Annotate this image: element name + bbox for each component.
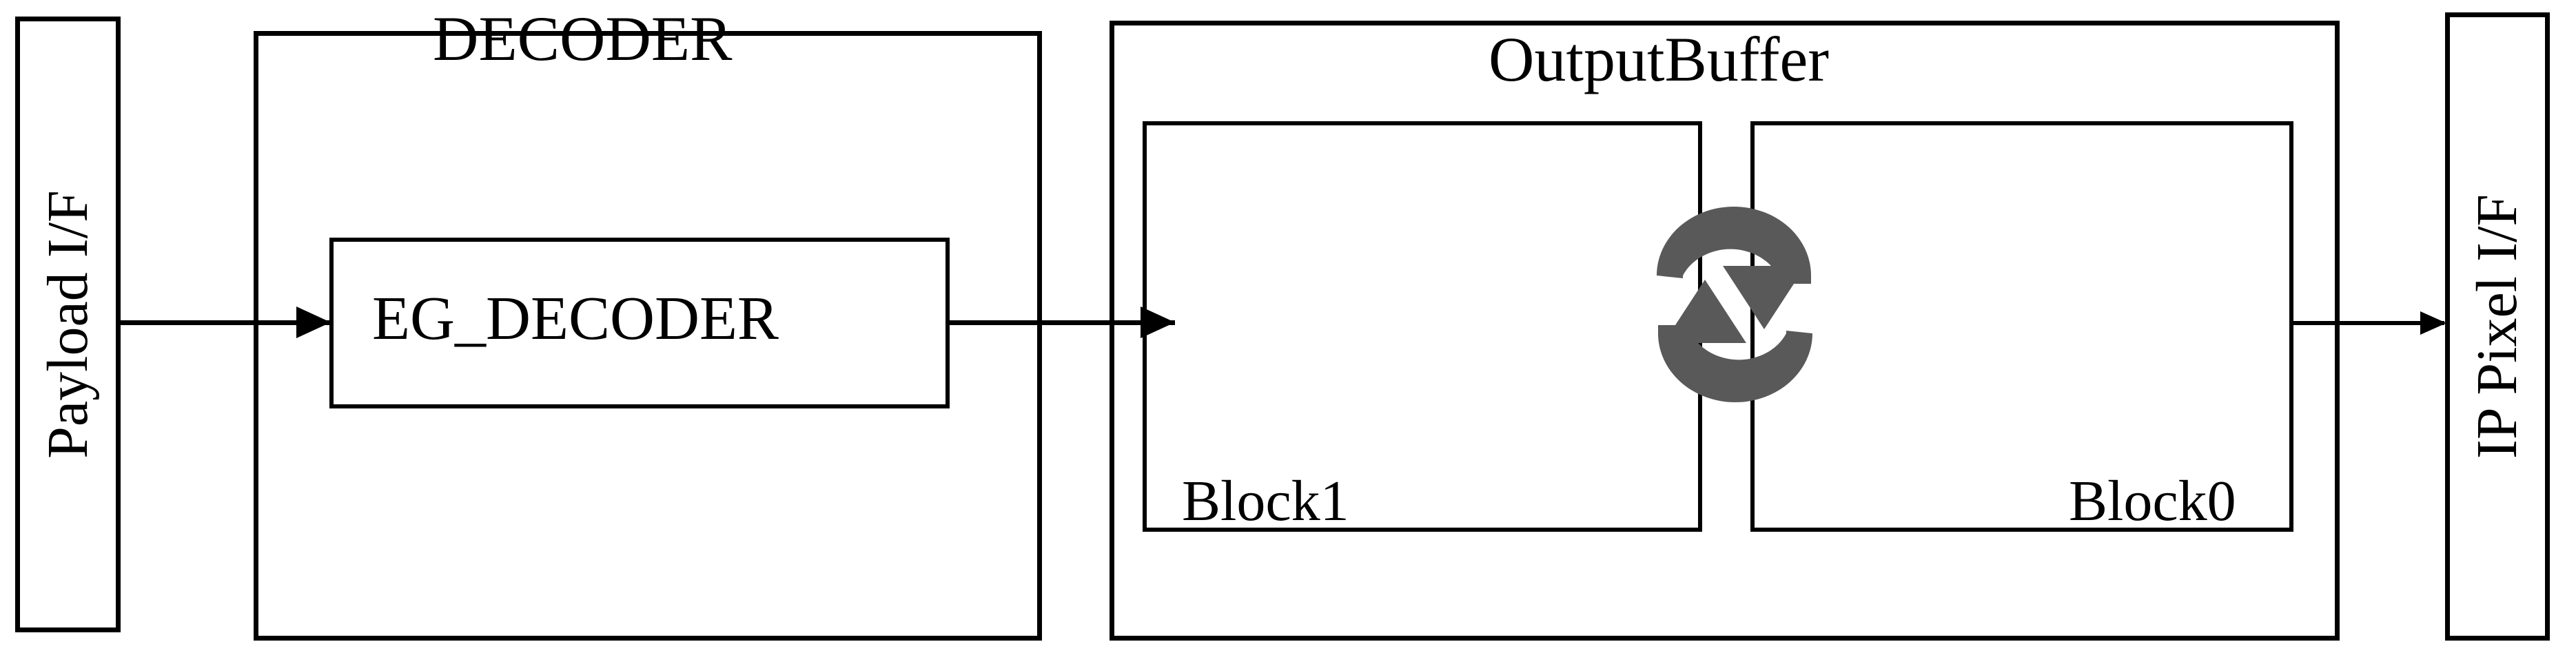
circular-swap-arrows-icon [1621, 174, 1848, 435]
arrowhead-output-buffer-to-ip-pixel [2420, 311, 2446, 335]
output-buffer-box[interactable] [1110, 21, 2340, 641]
connector-payload-to-eg-decoder [121, 320, 331, 325]
ip-pixel-interface-label-wrap: IP Pixel I/F [2450, 17, 2545, 636]
payload-interface-label-wrap: Payload I/F [20, 21, 116, 627]
payload-interface-label: Payload I/F [35, 190, 100, 459]
arrowhead-payload-to-eg-decoder [296, 307, 331, 338]
connector-eg-decoder-to-output-buffer [948, 320, 1175, 325]
ip-pixel-interface-label: IP Pixel I/F [2465, 194, 2529, 459]
block0-box[interactable] [1750, 121, 2293, 532]
output-buffer-title: OutputBuffer [1489, 24, 1830, 94]
connector-output-buffer-to-ip-pixel [2291, 321, 2444, 325]
eg-decoder-label: EG_DECODER [372, 284, 779, 353]
payload-interface-box[interactable]: Payload I/F [15, 17, 121, 632]
decoder-box[interactable] [254, 31, 1042, 641]
decoder-title: DECODER [433, 3, 733, 74]
block0-label: Block0 [2069, 469, 2236, 533]
block1-label: Block1 [1182, 469, 1349, 533]
ip-pixel-interface-box[interactable]: IP Pixel I/F [2445, 12, 2550, 641]
